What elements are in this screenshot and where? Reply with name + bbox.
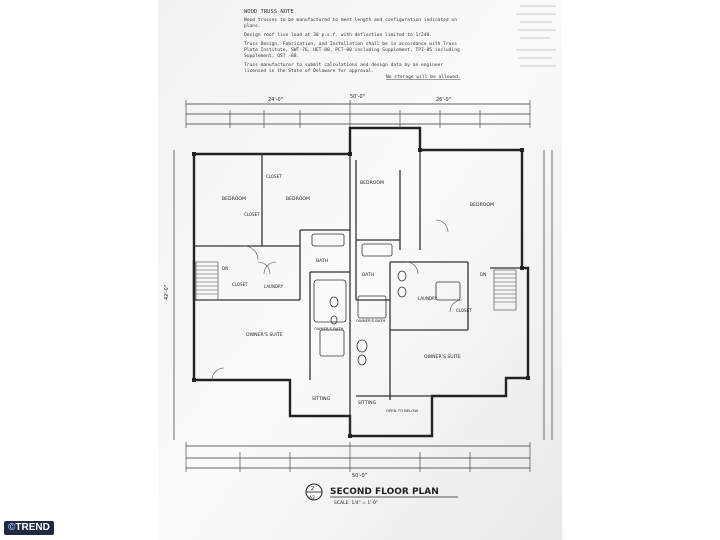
- room-bath: BATH: [316, 258, 328, 264]
- room-bath: BATH: [362, 272, 374, 278]
- room-bedroom: BEDROOM: [360, 180, 384, 186]
- truss-note-line: licensed in the State of Delaware for ap…: [244, 68, 374, 74]
- stair-dn-label: DN: [222, 266, 228, 271]
- room-closet: CLOSET: [232, 282, 248, 287]
- room-laundry: LAUNDRY: [418, 296, 438, 301]
- room-closet: CLOSET: [244, 212, 260, 217]
- dim-right-half: 26'-0": [436, 97, 451, 103]
- truss-note-line: Design roof live load at 30 p.s.f. with …: [244, 32, 432, 38]
- stair-dn-label: DN: [480, 272, 486, 277]
- truss-note-line: plans.: [244, 23, 261, 29]
- interior-walls: [194, 150, 522, 436]
- truss-note-line: Wood trusses to be manufactured to meet …: [244, 17, 457, 23]
- dim-overall-top: 50'-0": [350, 94, 365, 100]
- room-open-to-below: OPEN TO BELOW: [386, 408, 418, 413]
- plan-title-block: 2 A2 SECOND FLOOR PLAN SCALE: 1/4" = 1'-…: [305, 483, 458, 506]
- room-bedroom: BEDROOM: [286, 196, 310, 202]
- room-owners-suite: OWNER'S SUITE: [424, 354, 461, 360]
- storage-warning: No storage will be allowed.: [386, 74, 461, 80]
- truss-note-line: Truss Design, Fabrication, and Installat…: [244, 41, 457, 47]
- dim-overall-bottom: 50'-0": [352, 473, 367, 479]
- door-swings: [211, 219, 463, 381]
- truss-note-line: Plate Institute, SWT-76, HET-80, PCT-80 …: [244, 47, 460, 53]
- dim-side-depth: 42'-0": [164, 285, 170, 300]
- stairs: [195, 261, 517, 311]
- room-bedroom: BEDROOM: [470, 202, 494, 208]
- watermark-brand: TREND: [15, 522, 50, 533]
- copyright-symbol: ©: [8, 522, 16, 533]
- plan-scale: SCALE: 1/4" = 1'-0": [334, 500, 378, 506]
- room-bedroom: BEDROOM: [222, 196, 246, 202]
- room-closet: CLOSET: [266, 174, 282, 179]
- exterior-walls: [192, 126, 530, 438]
- dimension-lines: [173, 100, 553, 472]
- room-owners-suite: OWNER'S SUITE: [246, 332, 283, 338]
- room-laundry: LAUNDRY: [264, 284, 284, 289]
- truss-notes: WOOD TRUSS NOTE Wood trusses to be manuf…: [244, 5, 556, 80]
- trend-watermark: ©TREND: [4, 521, 54, 535]
- plan-title: SECOND FLOOR PLAN: [330, 487, 439, 497]
- column-markers: [192, 148, 530, 438]
- plumbing-fixtures: [311, 233, 461, 366]
- marker-bottom: A2: [309, 495, 315, 501]
- truss-note-line: Truss manufacturer to submit calculation…: [244, 62, 443, 68]
- room-closet: CLOSET: [456, 308, 472, 313]
- room-sitting: SITTING: [312, 396, 331, 402]
- truss-note-title: WOOD TRUSS NOTE: [244, 9, 294, 15]
- marker-top: 2: [311, 486, 314, 492]
- truss-note-line: Supplement, QST -88.: [244, 53, 299, 59]
- room-sitting: SITTING: [358, 400, 377, 406]
- room-owners-bath: OWNER'S BATH: [356, 318, 386, 323]
- dim-left-half: 24'-0": [268, 97, 283, 103]
- room-owners-bath: OWNER'S BATH: [314, 326, 344, 331]
